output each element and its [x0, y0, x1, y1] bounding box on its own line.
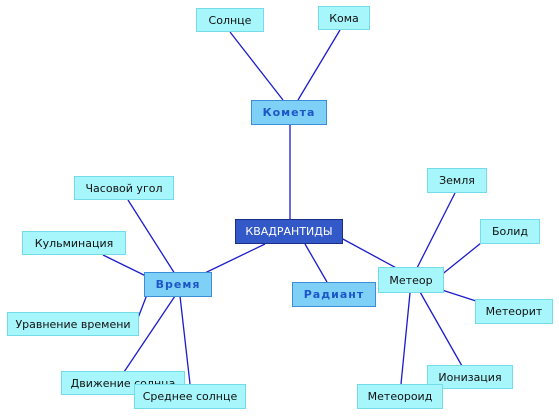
edge-meteor-meteorite: [441, 289, 477, 302]
leaf-label-ionization: Ионизация: [438, 370, 502, 384]
edge-meteor-bolide: [439, 242, 482, 277]
leaf-label-equation-of-time: Уравнение времени: [15, 317, 131, 331]
edge-time-sun-motion: [123, 295, 176, 373]
branch-label-radiant: Радиант: [303, 288, 365, 301]
leaf-label-bolide: Болид: [491, 225, 529, 238]
branch-node-radiant[interactable]: Радиант: [292, 282, 376, 307]
leaf-node-mean-sun[interactable]: Среднее солнце: [134, 384, 246, 409]
branch-label-meteor: Метеор: [389, 273, 433, 287]
edge-root-radiant: [304, 243, 328, 283]
branch-label-comet: Комета: [262, 106, 316, 119]
edge-meteor-ionization: [419, 291, 463, 367]
leaf-label-earth: Земля: [439, 174, 475, 187]
root-node[interactable]: КВАДРАНТИДЫ: [235, 219, 343, 244]
leaf-label-mean-sun: Среднее солнце: [142, 390, 238, 403]
edge-meteor-meteoroid: [400, 292, 411, 385]
edge-root-meteor: [340, 237, 401, 271]
root-label: КВАДРАНТИДЫ: [245, 225, 333, 238]
branch-node-meteor[interactable]: Метеор: [378, 267, 444, 293]
leaf-node-meteoroid[interactable]: Метеороид: [357, 384, 443, 409]
leaf-node-bolide[interactable]: Болид: [480, 219, 540, 244]
branch-label-time: Время: [155, 278, 201, 291]
leaf-node-coma[interactable]: Кома: [318, 6, 370, 30]
leaf-label-hour-angle: Часовой угол: [85, 181, 163, 195]
edge-time-culmination: [102, 254, 151, 279]
leaf-node-meteorite[interactable]: Метеорит: [475, 299, 553, 324]
edge-time-hour-angle: [127, 199, 176, 275]
leaf-label-culmination: Кульминация: [34, 236, 114, 250]
branch-node-comet[interactable]: Комета: [251, 100, 327, 125]
leaf-label-coma: Кома: [329, 11, 359, 25]
edge-comet-coma: [297, 29, 341, 101]
leaf-label-meteoroid: Метеороид: [367, 390, 433, 403]
leaf-node-equation-of-time[interactable]: Уравнение времени: [7, 312, 139, 336]
leaf-node-hour-angle[interactable]: Часовой угол: [74, 176, 174, 200]
edge-time-mean-sun: [179, 295, 191, 385]
edge-meteor-earth: [415, 192, 456, 271]
leaf-node-sun[interactable]: Солнце: [196, 8, 264, 32]
leaf-label-meteorite: Метеорит: [485, 305, 543, 318]
branch-node-time[interactable]: Время: [144, 272, 212, 297]
leaf-label-sun: Солнце: [208, 13, 252, 27]
edge-comet-sun: [229, 31, 284, 101]
leaf-node-earth[interactable]: Земля: [427, 168, 487, 193]
leaf-node-culmination[interactable]: Кульминация: [22, 231, 126, 255]
